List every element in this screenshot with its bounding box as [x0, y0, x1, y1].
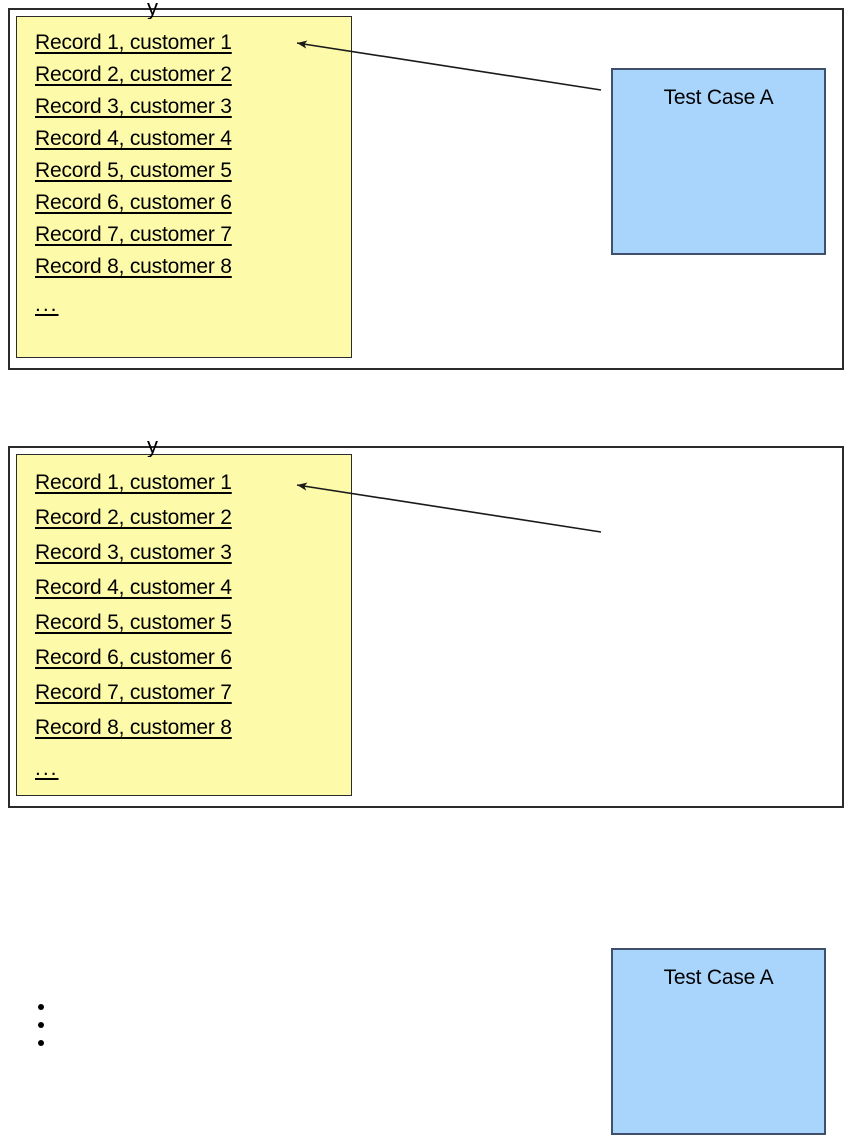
record-list-box: y Record 1, customer 1 Record 2, custome…	[16, 437, 352, 796]
record-list-item[interactable]: Record 8, customer 8	[35, 716, 232, 739]
ellipsis-dot	[38, 1022, 44, 1028]
record-list-item[interactable]: Record 6, customer 6	[35, 646, 232, 669]
record-list-box: y Record 1, customer 1 Record 2, custome…	[16, 0, 352, 358]
diagram-panel: y Record 1, customer 1 Record 2, custome…	[8, 0, 844, 370]
record-list-item[interactable]: Record 5, customer 5	[35, 611, 232, 634]
record-list-item[interactable]: Record 3, customer 3	[35, 95, 232, 118]
record-list-item[interactable]: Record 2, customer 2	[35, 506, 232, 529]
test-case-box[interactable]: Test Case A	[611, 68, 826, 255]
record-list-item[interactable]: Record 3, customer 3	[35, 541, 232, 564]
record-list-item[interactable]: Record 1, customer 1	[35, 471, 232, 494]
record-list-item[interactable]: Record 7, customer 7	[35, 223, 232, 246]
record-list-item[interactable]: Record 5, customer 5	[35, 159, 232, 182]
record-list-item[interactable]: Record 6, customer 6	[35, 191, 232, 214]
ellipsis-dot	[38, 1004, 44, 1010]
record-list-item[interactable]: Record 7, customer 7	[35, 681, 232, 704]
record-list-item[interactable]: Record 1, customer 1	[35, 31, 232, 54]
clipped-title-text: y	[17, 437, 353, 457]
record-list-item[interactable]: Record 8, customer 8	[35, 255, 232, 278]
clipped-title-glyph: y	[147, 0, 158, 19]
record-list-item[interactable]: Record 4, customer 4	[35, 127, 232, 150]
record-list-item[interactable]: Record 2, customer 2	[35, 63, 232, 86]
diagram-canvas: y Record 1, customer 1 Record 2, custome…	[8, 0, 844, 1135]
record-list-item[interactable]: Record 4, customer 4	[35, 576, 232, 599]
clipped-title-text: y	[17, 0, 353, 19]
test-case-box[interactable]: Test Case A	[611, 948, 826, 1135]
test-case-label: Test Case A	[663, 86, 774, 109]
record-list-ellipsis[interactable]: ...	[35, 293, 59, 316]
clipped-title-glyph: y	[147, 437, 158, 457]
ellipsis-dot	[38, 1040, 44, 1046]
diagram-panel: y Record 1, customer 1 Record 2, custome…	[8, 437, 844, 1135]
record-list-ellipsis[interactable]: ...	[35, 757, 59, 780]
test-case-label: Test Case A	[663, 966, 774, 989]
record-list: Record 1, customer 1 Record 2, customer …	[35, 465, 335, 786]
vertical-ellipsis	[38, 1004, 52, 1058]
record-list: Record 1, customer 1 Record 2, customer …	[35, 27, 335, 321]
